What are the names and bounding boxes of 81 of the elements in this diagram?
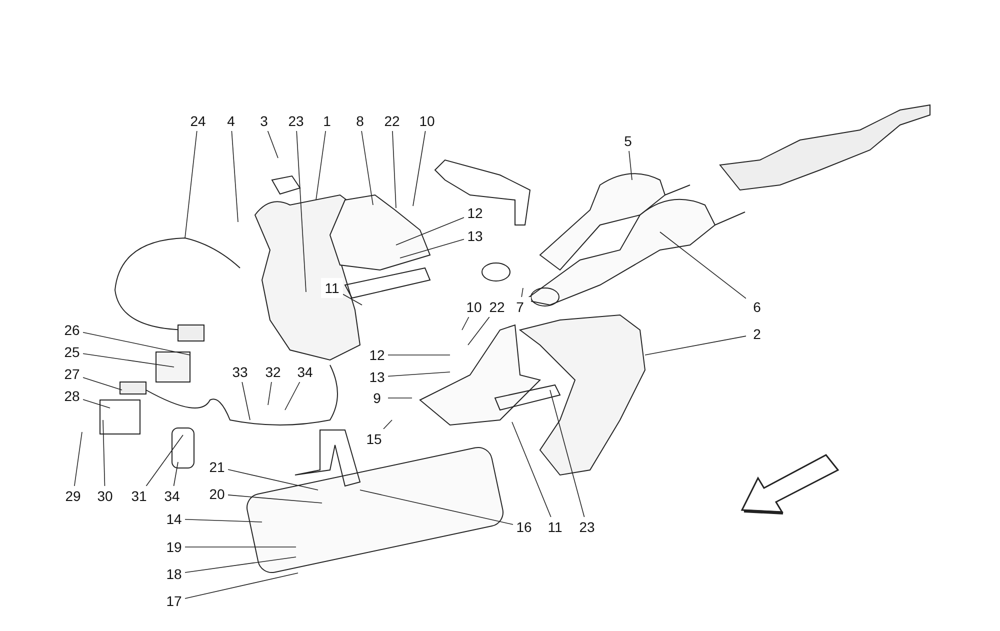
leader-line: [267, 130, 278, 158]
leader-line: [396, 217, 464, 246]
callout-number: 21: [209, 460, 225, 474]
leader-line: [462, 316, 470, 330]
callout-number: 30: [97, 489, 113, 503]
callout-number: 6: [753, 300, 761, 314]
leader-line: [284, 382, 300, 410]
callout-number: 1: [323, 114, 331, 128]
leader-line: [242, 382, 250, 420]
leader-line: [102, 420, 106, 486]
leader-line: [400, 238, 464, 258]
callout-number: 10: [419, 114, 435, 128]
leader-line: [74, 432, 82, 486]
leader-line: [388, 354, 450, 356]
leader-line: [550, 390, 585, 518]
leader-line: [392, 130, 396, 208]
leader-line: [82, 399, 110, 408]
leader-line: [521, 288, 524, 298]
leader-line: [644, 336, 746, 356]
callout-number: 23: [579, 520, 595, 534]
leader-line: [660, 232, 746, 299]
leader-line: [173, 462, 178, 486]
leader-line: [231, 130, 238, 222]
callout-number: 12: [369, 348, 385, 362]
callout-number: 25: [64, 345, 80, 359]
callout-number: 3: [260, 114, 268, 128]
callout-number: 24: [190, 114, 206, 128]
leader-line: [296, 130, 306, 292]
leader-line: [184, 572, 298, 599]
leader-line: [412, 130, 426, 206]
callout-number: 29: [65, 489, 81, 503]
callout-number: 14: [166, 512, 182, 526]
callout-number: 23: [288, 114, 304, 128]
leader-line: [82, 353, 174, 368]
callout-number: 34: [297, 365, 313, 379]
leader-line: [184, 518, 262, 522]
leader-line: [316, 130, 326, 200]
callout-number: 10: [466, 300, 482, 314]
callout-number: 22: [489, 300, 505, 314]
leader-line: [360, 490, 514, 525]
leader-line: [228, 494, 322, 504]
leader-line: [628, 150, 632, 180]
callout-number: 33: [232, 365, 248, 379]
callout-number: 7: [516, 300, 524, 314]
callout-number: 19: [166, 540, 182, 554]
callout-number: 13: [467, 229, 483, 243]
leader-line: [184, 546, 296, 548]
leader-line: [184, 556, 296, 573]
callout-number: 5: [624, 134, 632, 148]
callout-number: 15: [366, 432, 382, 446]
leader-line: [228, 469, 318, 490]
callout-number: 18: [166, 567, 182, 581]
callout-number: 26: [64, 323, 80, 337]
callout-number: 12: [467, 206, 483, 220]
callout-number: 22: [384, 114, 400, 128]
leader-line: [82, 332, 190, 356]
leader-line: [82, 377, 122, 390]
callout-number: 32: [265, 365, 281, 379]
callout-number: 9: [373, 391, 381, 405]
leader-line: [388, 372, 450, 377]
callout-number: 16: [516, 520, 532, 534]
callout-number: 11: [548, 520, 562, 534]
callout-number: 4: [227, 114, 235, 128]
leader-line: [361, 130, 374, 206]
leader-line: [184, 130, 198, 238]
callout-number: 28: [64, 389, 80, 403]
callout-number: 2: [753, 327, 761, 341]
leader-line: [383, 420, 392, 430]
callout-number: 11: [324, 281, 340, 295]
leader-line: [512, 422, 552, 518]
leader-line: [342, 294, 362, 306]
callout-number: 31: [131, 489, 147, 503]
callout-number: 13: [369, 370, 385, 384]
callout-number: 17: [166, 594, 182, 608]
leader-line: [468, 316, 490, 346]
leader-line: [146, 434, 184, 486]
leader-line: [268, 382, 272, 406]
callout-number: 20: [209, 487, 225, 501]
callout-number: 34: [164, 489, 180, 503]
callout-number: 8: [356, 114, 364, 128]
callout-number: 27: [64, 367, 80, 381]
